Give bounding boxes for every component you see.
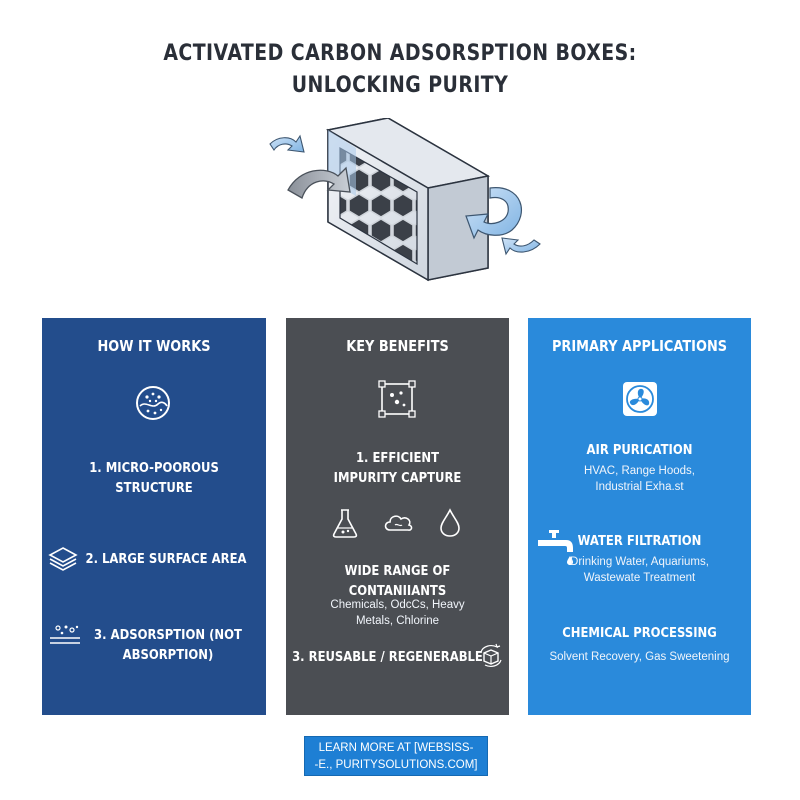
how-item-3: 3. ADSORSPTION (NOT ABSORPTION) bbox=[94, 627, 242, 663]
faucet-icon bbox=[536, 528, 576, 570]
particles-icon bbox=[48, 623, 82, 647]
how-item-1: 1. MICRO-POOROUS STRUCTURE bbox=[89, 460, 219, 496]
how-item-2: 2. LARGE SURFACE AREA bbox=[85, 551, 247, 567]
page-title: ACTIVATED CARBON ADSORSPTION BOXES: UNLO… bbox=[56, 38, 744, 102]
flask-icon bbox=[332, 508, 358, 538]
page-title-line1: ACTIVATED CARBON ADSORSPTION BOXES: bbox=[163, 41, 637, 66]
application-item-1-title: AIR PURICATION bbox=[586, 442, 693, 458]
fan-icon bbox=[622, 381, 658, 417]
cloud-icon bbox=[382, 510, 414, 536]
key-benefits-title: KEY BENEFITS bbox=[346, 337, 449, 355]
page-title-line2: UNLOCKING PURITY bbox=[291, 73, 509, 98]
application-item-3-desc: Solvent Recovery, Gas Sweetening bbox=[549, 651, 730, 663]
particle-grid-icon bbox=[378, 380, 416, 418]
learn-more-line2: -E., PURITYSOLUTIONS.COM] bbox=[314, 759, 478, 771]
adsorption-box-illustration bbox=[260, 117, 550, 283]
learn-more-line1: LEARN MORE AT [WEBSISS- bbox=[318, 742, 474, 754]
application-item-3-title: CHEMICAL PROCESSING bbox=[562, 625, 717, 641]
learn-more-button[interactable]: LEARN MORE AT [WEBSISS- -E., PURITYSOLUT… bbox=[304, 736, 488, 776]
benefit-item-2: WIDE RANGE OF CONTANIIANTS bbox=[344, 563, 451, 599]
how-it-works-panel: HOW IT WORKS 1. MICRO-POOROUS STRUCTURE … bbox=[42, 318, 266, 715]
regenerate-box-icon bbox=[478, 643, 504, 669]
carbon-granule-icon bbox=[132, 382, 174, 424]
primary-applications-title: PRIMARY APPLICATIONS bbox=[551, 337, 728, 355]
drop-icon bbox=[438, 508, 462, 538]
primary-applications-panel: PRIMARY APPLICATIONS AIR PURICATION HVAC… bbox=[528, 318, 751, 715]
how-it-works-title: HOW IT WORKS bbox=[97, 337, 211, 355]
layers-icon bbox=[48, 546, 78, 572]
key-benefits-panel: KEY BENEFITS 1. EFFICIENT IMPURITY CAPTU… bbox=[286, 318, 509, 715]
benefit-item-1: 1. EFFICIENT IMPURITY CAPTURE bbox=[333, 450, 462, 486]
application-item-2-title: WATER FILTRATION bbox=[577, 533, 702, 549]
application-item-1-desc: HVAC, Range Hoods, Industrial Exha.st bbox=[583, 465, 695, 493]
benefit-item-3: 3. REUSABLE / REGENERABLE bbox=[292, 649, 483, 665]
application-item-2-desc: Drinking Water, Aquariums, Wastewate Tre… bbox=[570, 556, 709, 584]
benefit-item-2-desc: Chemicals, OdcCs, Heavy Metals, Chlorine bbox=[330, 599, 465, 627]
